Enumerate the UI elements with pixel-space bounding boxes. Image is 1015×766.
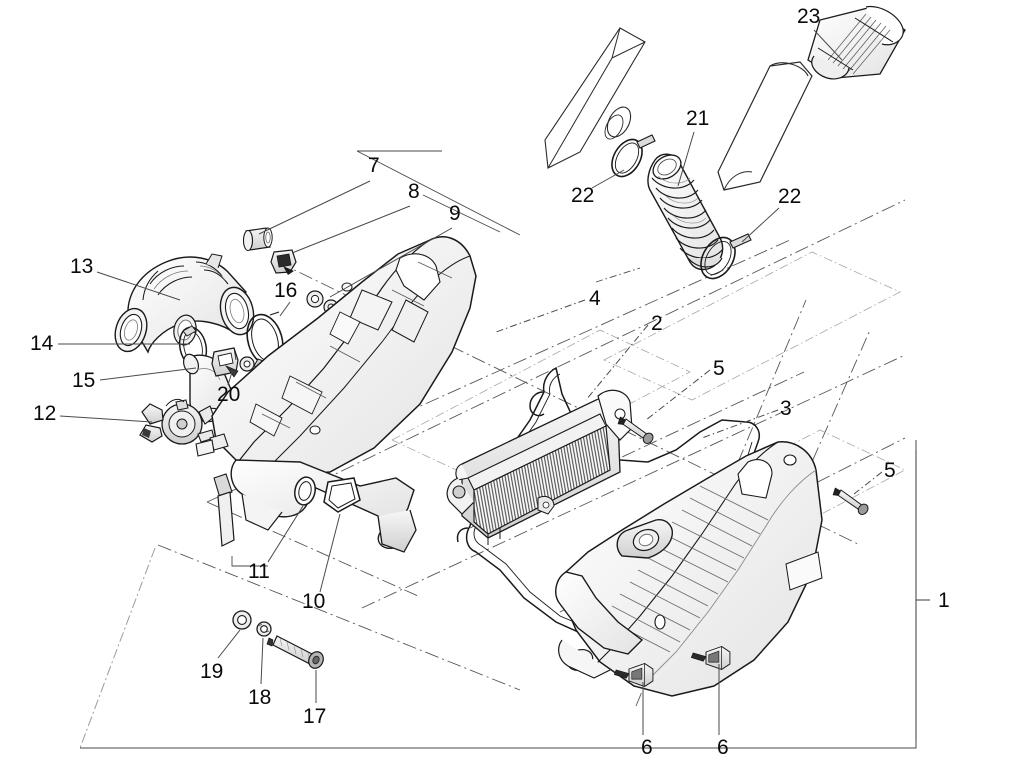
callout-19: 19 [200, 660, 224, 683]
ghost-duct-upper-left [544, 27, 646, 169]
part-2-air-filter-element [446, 389, 633, 545]
callout-14: 14 [30, 332, 54, 355]
part-23-duct-connector [807, 5, 906, 80]
callout-12: 12 [33, 402, 57, 425]
callout-2: 2 [651, 312, 663, 335]
part-4-air-box-body [195, 236, 477, 553]
callout-9: 9 [449, 202, 461, 225]
part-22b-hose-clamp-ring [700, 233, 752, 280]
part-19-washer-flat [232, 610, 252, 630]
callout-6b: 6 [717, 736, 729, 759]
part-1-air-box-cover [555, 441, 823, 697]
callout-5b: 5 [884, 459, 896, 482]
callout-21: 21 [686, 107, 710, 130]
ghost-duct-upper-right [717, 61, 813, 191]
part-20-bracket-clip [211, 347, 239, 378]
part-6a-clip-nut [613, 663, 654, 687]
ghost-ring-small [604, 106, 632, 140]
callout-17: 17 [303, 705, 327, 728]
callout-16: 16 [274, 279, 298, 302]
part-17-screw-long [266, 635, 324, 669]
callout-10: 10 [302, 590, 326, 613]
callout-3: 3 [780, 397, 792, 420]
callout-20: 20 [217, 383, 241, 406]
callout-6a: 6 [641, 736, 653, 759]
callout-7: 7 [368, 154, 380, 177]
callout-15: 15 [72, 369, 96, 392]
callout-23: 23 [797, 5, 821, 28]
part-18-washer-small [256, 621, 272, 637]
callout-22a: 22 [571, 184, 595, 207]
callout-5a: 5 [713, 357, 725, 380]
part-7-spacer-bush [242, 227, 273, 252]
callout-13: 13 [70, 255, 94, 278]
part-6b-clip-nut [690, 646, 731, 670]
callout-22b: 22 [778, 185, 802, 208]
callout-18: 18 [248, 686, 272, 709]
part-21-bellows-sleeve [647, 153, 724, 271]
part-5b-screw [829, 487, 873, 518]
part-13-intake-hose [114, 253, 255, 354]
callout-1: 1 [938, 589, 950, 612]
part-8-rubber-grommet [270, 249, 297, 275]
part-22a-hose-clamp-ring [611, 134, 656, 178]
leader-lines [58, 29, 930, 740]
callout-11: 11 [248, 560, 270, 583]
part-10-square-seal [323, 477, 361, 513]
part-12-sensor [139, 398, 215, 445]
assembly-bracket-1 [79, 440, 917, 749]
part-11-o-ring [294, 476, 316, 506]
callout-8: 8 [408, 180, 420, 203]
callout-4: 4 [589, 287, 601, 310]
